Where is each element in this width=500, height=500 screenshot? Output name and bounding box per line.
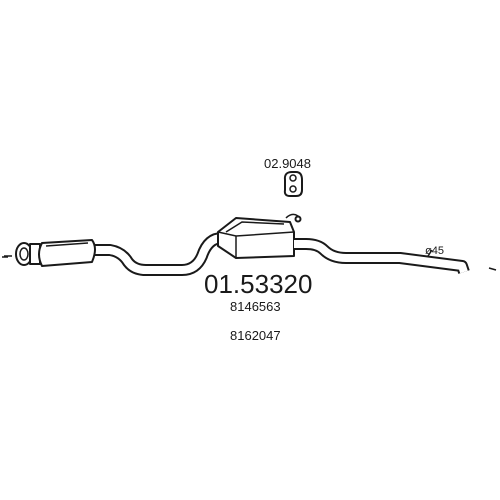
edge-mark-right xyxy=(488,267,497,271)
diameter-marker: ø45 xyxy=(425,245,444,257)
center-muffler xyxy=(217,217,295,259)
rubber-hanger xyxy=(283,171,303,197)
front-pipe xyxy=(38,232,223,276)
main-part-number: 01.53320 xyxy=(204,269,312,299)
oem-number-2: 8162047 xyxy=(230,328,281,343)
oem-number-1: 8146563 xyxy=(230,299,281,314)
hanger-part-number: 02.9048 xyxy=(264,156,311,171)
diameter-label: ø45 xyxy=(425,245,444,257)
front-flange xyxy=(4,242,41,266)
front-silencer xyxy=(38,239,96,267)
rear-pipe xyxy=(294,238,470,274)
muffler-hanger-bracket xyxy=(285,213,302,223)
